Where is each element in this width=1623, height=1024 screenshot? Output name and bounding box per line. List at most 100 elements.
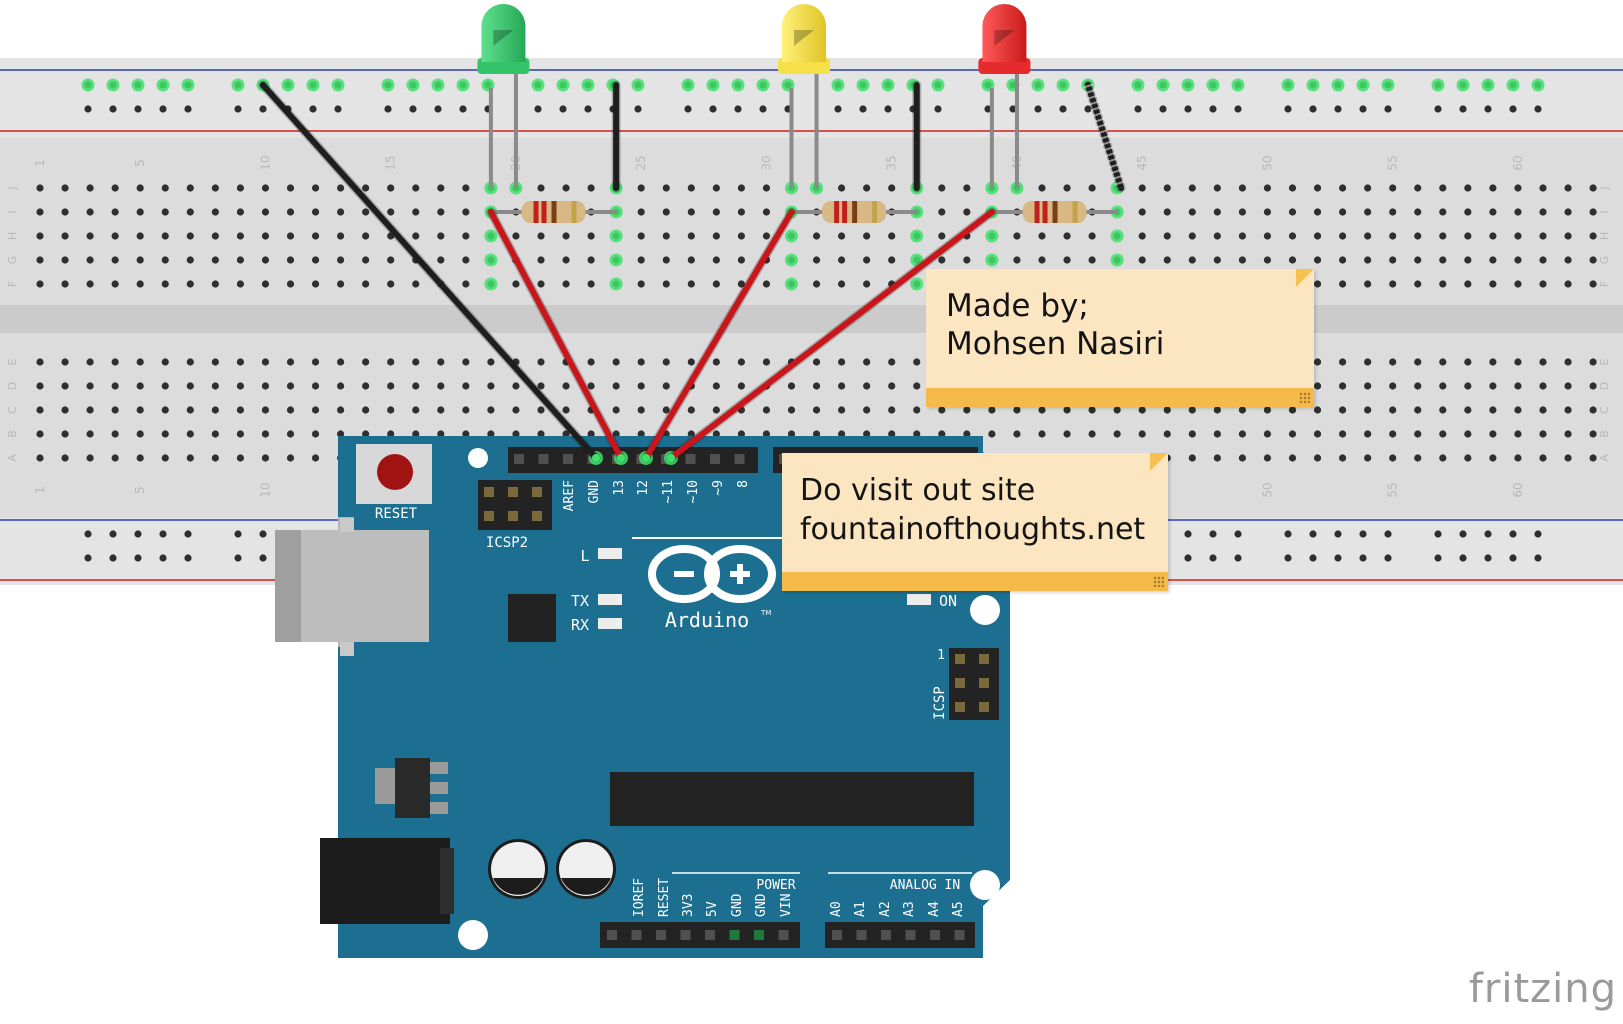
- breadboard-hole[interactable]: [1138, 406, 1146, 414]
- breadboard-hole[interactable]: [61, 406, 69, 414]
- rail-hole[interactable]: [1284, 554, 1292, 562]
- breadboard-hole[interactable]: [938, 232, 946, 240]
- breadboard-hole[interactable]: [111, 430, 119, 438]
- breadboard-hole[interactable]: [637, 358, 645, 366]
- breadboard-hole[interactable]: [136, 382, 144, 390]
- breadboard-hole[interactable]: [61, 382, 69, 390]
- breadboard-hole[interactable]: [412, 358, 420, 366]
- breadboard-hole[interactable]: [1589, 406, 1597, 414]
- breadboard-hole[interactable]: [1339, 454, 1347, 462]
- rail-hole[interactable]: [334, 105, 342, 113]
- rail-hole[interactable]: [459, 105, 467, 113]
- rail-hole[interactable]: [1209, 554, 1217, 562]
- breadboard-hole[interactable]: [1138, 232, 1146, 240]
- breadboard-hole[interactable]: [437, 382, 445, 390]
- breadboard-hole[interactable]: [1138, 430, 1146, 438]
- breadboard-hole[interactable]: [1589, 256, 1597, 264]
- breadboard-hole[interactable]: [1263, 232, 1272, 240]
- breadboard-hole[interactable]: [1339, 232, 1347, 240]
- breadboard-hole[interactable]: [1589, 358, 1597, 366]
- breadboard-hole[interactable]: [1514, 256, 1522, 264]
- breadboard-hole[interactable]: [186, 406, 194, 414]
- breadboard-hole[interactable]: [1313, 184, 1322, 192]
- breadboard-hole[interactable]: [712, 430, 720, 438]
- breadboard-hole[interactable]: [888, 184, 896, 192]
- breadboard-hole[interactable]: [1464, 280, 1472, 288]
- breadboard-hole[interactable]: [1288, 232, 1297, 240]
- breadboard-hole[interactable]: [637, 382, 645, 390]
- breadboard-hole[interactable]: [863, 382, 871, 390]
- breadboard-hole[interactable]: [387, 406, 395, 414]
- rail-hole[interactable]: [759, 105, 767, 113]
- breadboard-hole[interactable]: [286, 184, 295, 192]
- breadboard-hole[interactable]: [1088, 232, 1096, 240]
- breadboard-hole[interactable]: [712, 184, 720, 192]
- breadboard-hole[interactable]: [637, 256, 645, 264]
- rail-hole[interactable]: [734, 105, 742, 113]
- breadboard-hole[interactable]: [1188, 430, 1196, 438]
- breadboard-hole[interactable]: [362, 232, 370, 240]
- breadboard-hole[interactable]: [236, 184, 244, 192]
- breadboard-hole[interactable]: [1589, 454, 1597, 462]
- breadboard-hole[interactable]: [186, 280, 194, 288]
- breadboard-hole[interactable]: [812, 406, 821, 414]
- breadboard-hole[interactable]: [261, 406, 270, 414]
- breadboard-hole[interactable]: [362, 358, 370, 366]
- breadboard-hole[interactable]: [637, 184, 645, 192]
- breadboard-hole[interactable]: [111, 184, 119, 192]
- breadboard-hole[interactable]: [1539, 280, 1547, 288]
- breadboard-hole[interactable]: [637, 430, 645, 438]
- resistor[interactable]: [822, 201, 887, 223]
- breadboard-hole[interactable]: [1063, 232, 1071, 240]
- breadboard-hole[interactable]: [1464, 256, 1472, 264]
- breadboard-hole[interactable]: [136, 358, 144, 366]
- breadboard-hole[interactable]: [838, 256, 846, 264]
- breadboard-hole[interactable]: [462, 208, 470, 216]
- rail-hole[interactable]: [1384, 105, 1392, 113]
- breadboard-hole[interactable]: [286, 256, 295, 264]
- breadboard-hole[interactable]: [1213, 208, 1221, 216]
- breadboard-hole[interactable]: [1188, 208, 1196, 216]
- breadboard-hole[interactable]: [36, 406, 44, 414]
- breadboard-hole[interactable]: [687, 208, 695, 216]
- breadboard-hole[interactable]: [1414, 232, 1422, 240]
- breadboard-hole[interactable]: [512, 430, 520, 438]
- breadboard-hole[interactable]: [362, 406, 370, 414]
- breadboard-hole[interactable]: [1163, 184, 1171, 192]
- rail-hole[interactable]: [384, 105, 392, 113]
- breadboard-hole[interactable]: [1364, 208, 1372, 216]
- breadboard-hole[interactable]: [86, 454, 94, 462]
- breadboard-hole[interactable]: [236, 406, 244, 414]
- breadboard-hole[interactable]: [437, 256, 445, 264]
- breadboard-hole[interactable]: [236, 208, 244, 216]
- breadboard-hole[interactable]: [261, 382, 270, 390]
- breadboard-hole[interactable]: [988, 406, 996, 414]
- icsp2-pin[interactable]: [484, 487, 494, 497]
- breadboard-hole[interactable]: [437, 358, 445, 366]
- rail-hole[interactable]: [584, 105, 592, 113]
- breadboard-hole[interactable]: [1439, 382, 1447, 390]
- header-pin[interactable]: [832, 930, 842, 940]
- icsp2-pin[interactable]: [532, 511, 542, 521]
- reset-button-cap[interactable]: [377, 454, 413, 490]
- breadboard-hole[interactable]: [587, 430, 595, 438]
- breadboard-hole[interactable]: [1489, 232, 1497, 240]
- breadboard-hole[interactable]: [1389, 382, 1397, 390]
- breadboard-hole[interactable]: [1238, 430, 1246, 438]
- breadboard-hole[interactable]: [236, 232, 244, 240]
- header-pin[interactable]: [705, 930, 715, 940]
- rail-hole[interactable]: [184, 554, 192, 562]
- breadboard-hole[interactable]: [261, 454, 270, 462]
- breadboard-hole[interactable]: [161, 406, 169, 414]
- rail-hole[interactable]: [1284, 105, 1292, 113]
- breadboard-hole[interactable]: [888, 358, 896, 366]
- rail-hole[interactable]: [1484, 530, 1492, 538]
- breadboard-hole[interactable]: [61, 280, 69, 288]
- breadboard-hole[interactable]: [186, 256, 194, 264]
- breadboard-hole[interactable]: [1539, 208, 1547, 216]
- rail-hole[interactable]: [1234, 554, 1242, 562]
- header-pin[interactable]: [905, 930, 916, 940]
- breadboard-hole[interactable]: [111, 256, 119, 264]
- breadboard-hole[interactable]: [1313, 406, 1322, 414]
- breadboard-hole[interactable]: [311, 280, 320, 288]
